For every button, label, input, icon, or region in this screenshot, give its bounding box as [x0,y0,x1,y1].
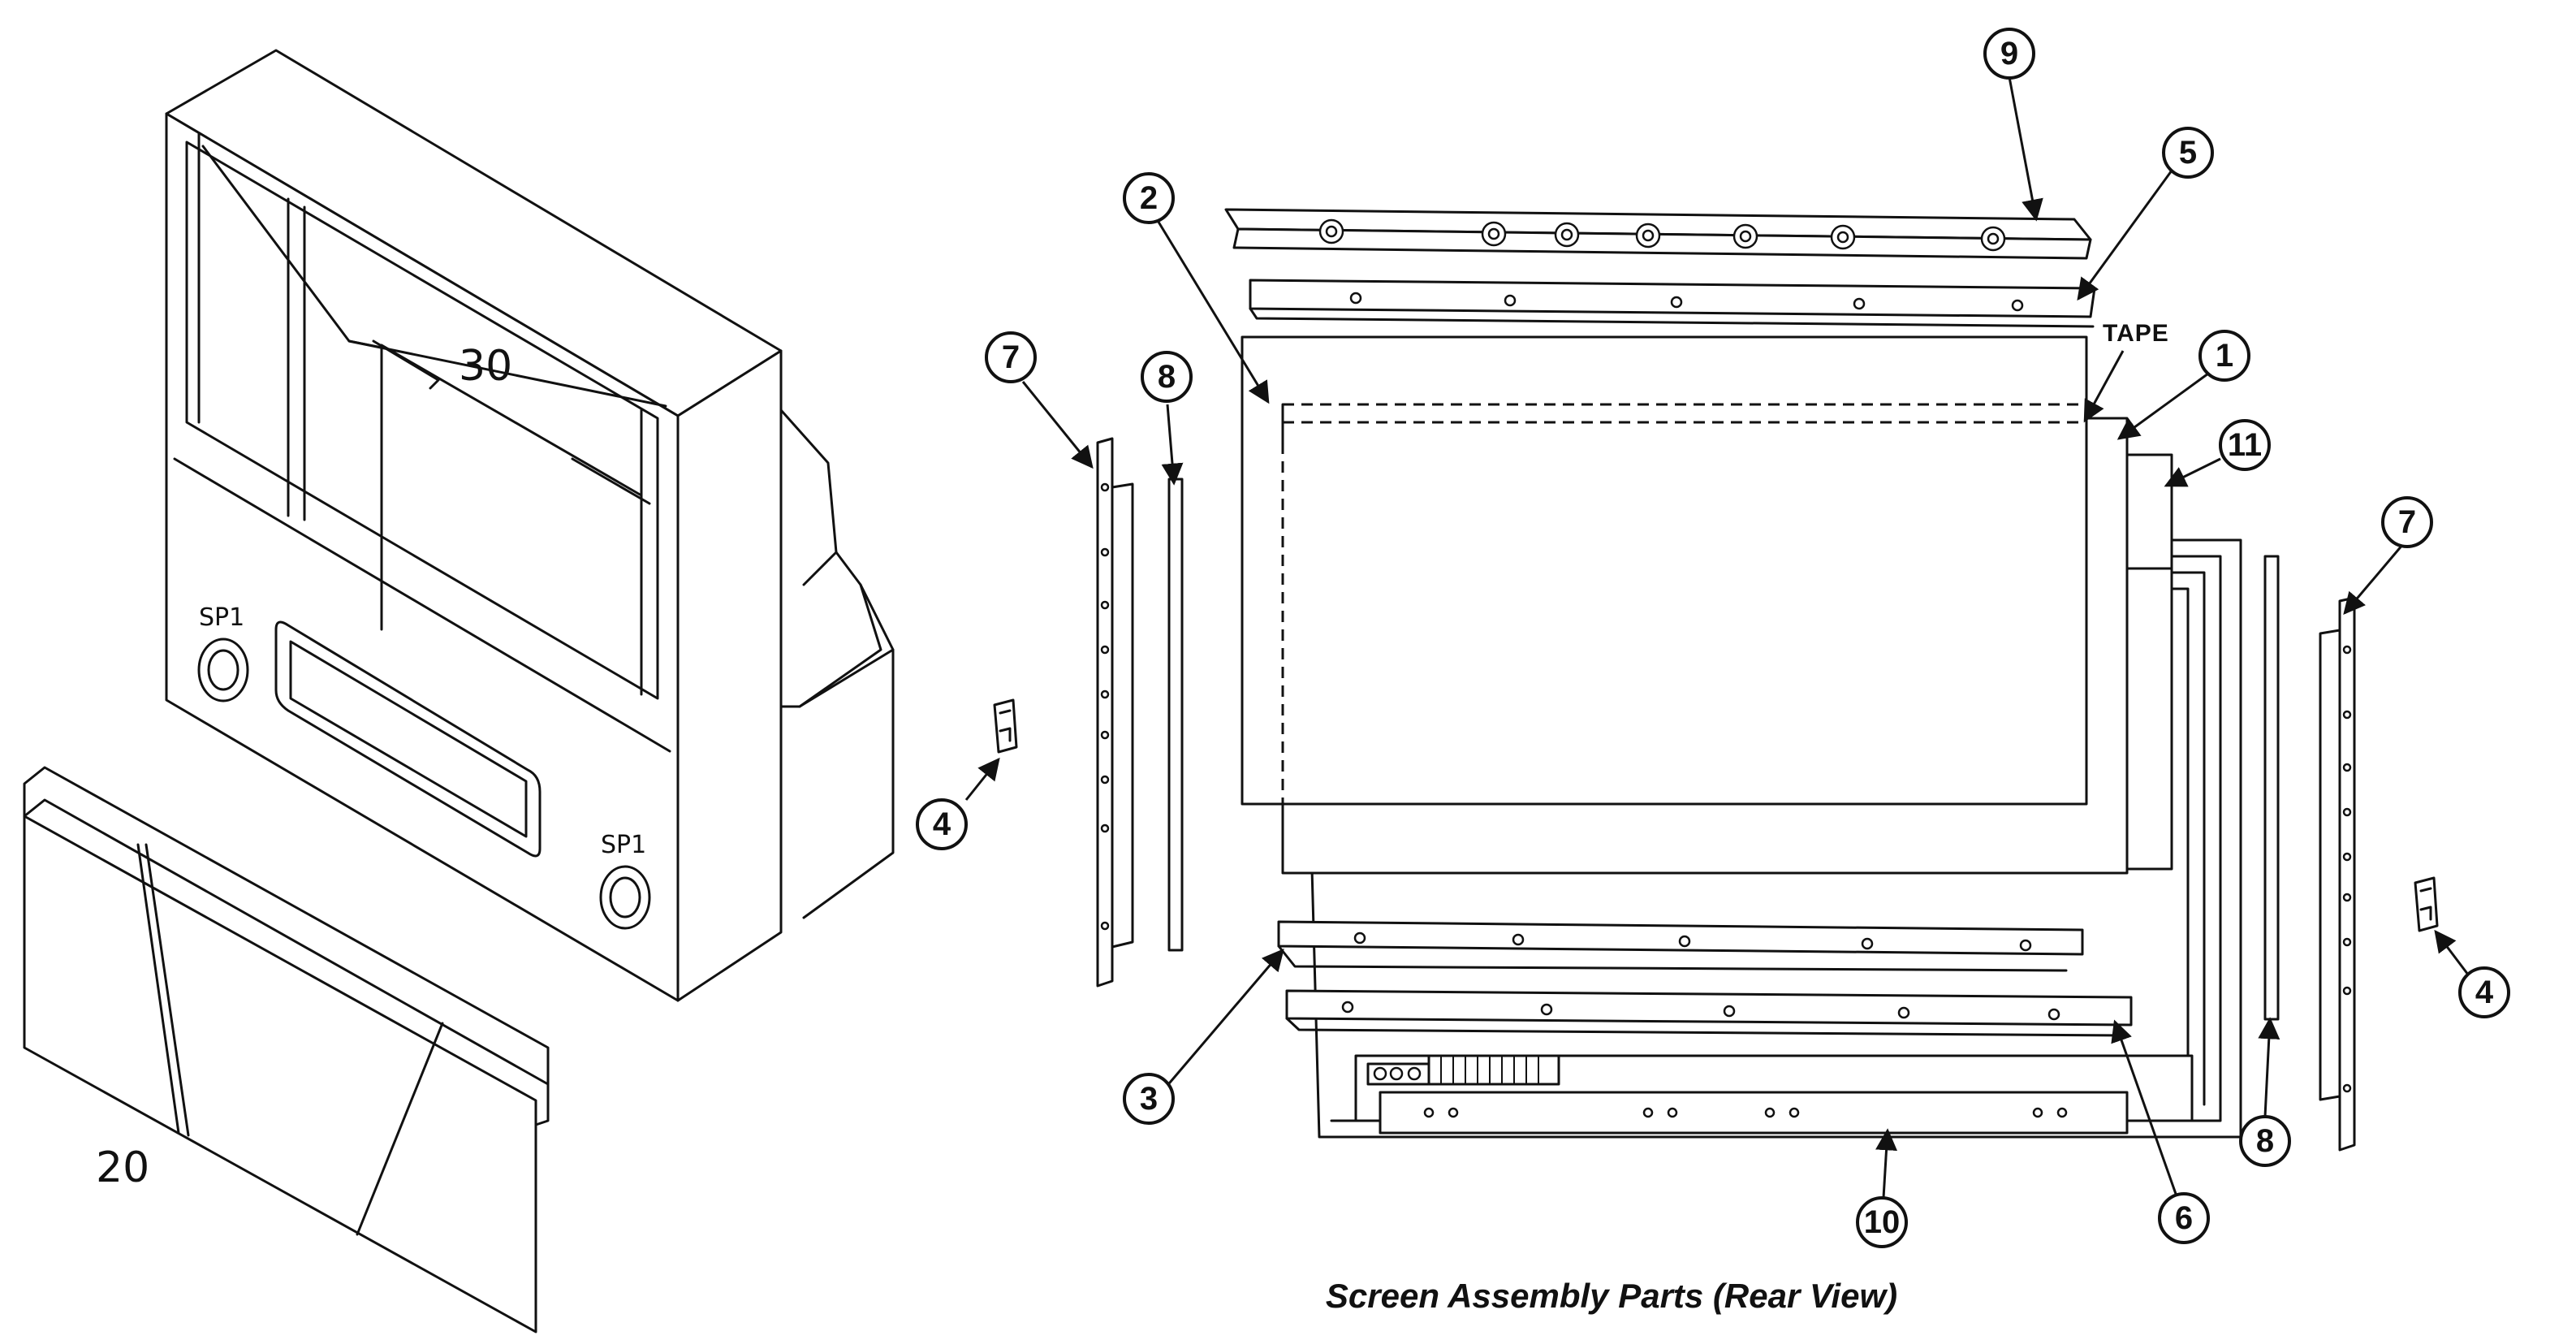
part-7-left-side-rail [1096,437,1134,988]
callout-leaders [964,76,2470,1199]
svg-text:2: 2 [1140,180,1158,216]
front-panel-label-20: 20 [96,1143,149,1192]
part-2-lens-panel [1241,335,2088,806]
svg-text:5: 5 [2179,135,2197,171]
part-9-top-bracket [1224,208,2092,260]
part-7-right-side-rail [2319,596,2356,1152]
cabinet-label-30: 30 [459,342,512,391]
svg-text:8: 8 [2256,1123,2274,1159]
svg-text:3: 3 [1140,1081,1158,1117]
callout-1: 1 [2198,330,2250,382]
svg-text:6: 6 [2175,1200,2193,1236]
callout-5: 5 [2162,127,2214,179]
tape-label: TAPE [2103,320,2169,347]
tv-cabinet: 30 SP1 SP1 [165,49,895,1002]
callout-4-left: 4 [916,798,968,850]
speaker-label-left: SP1 [199,603,244,632]
callout-3: 3 [1123,1073,1175,1125]
diagram-caption: Screen Assembly Parts (Rear View) [1326,1277,1897,1315]
front-trim-panel: 20 [23,766,550,1334]
callout-8-right: 8 [2239,1115,2291,1167]
speaker-label-right: SP1 [601,831,646,859]
svg-text:11: 11 [2228,427,2262,463]
callout-9: 9 [1983,28,2035,80]
callout-11: 11 [2219,419,2271,471]
callout-7-left: 7 [985,331,1037,383]
svg-text:7: 7 [1002,339,1020,375]
callout-6: 6 [2158,1192,2210,1244]
callout-4-right: 4 [2458,966,2510,1018]
part-8-right-strip [2263,555,2280,1021]
callout-10: 10 [1856,1196,1908,1248]
callout-7-right: 7 [2381,496,2433,548]
svg-text:7: 7 [2398,504,2416,540]
svg-text:9: 9 [2000,36,2018,71]
callout-2: 2 [1123,172,1175,224]
svg-text:4: 4 [2475,975,2494,1010]
part-4-left-clip [993,698,1018,754]
svg-text:10: 10 [1864,1204,1901,1240]
svg-text:1: 1 [2216,338,2233,374]
part-4-right-clip [2414,876,2439,932]
part-8-left-strip [1167,478,1184,952]
svg-text:8: 8 [1158,359,1176,395]
part-3-lower-bracket [1277,920,2084,972]
callout-8-left: 8 [1141,351,1193,403]
svg-text:4: 4 [933,806,951,842]
part-5-top-strip [1249,279,2096,328]
